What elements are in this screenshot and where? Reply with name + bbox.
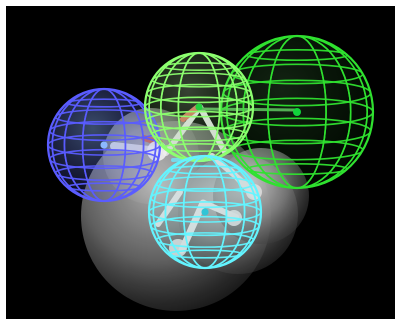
green-center-point [196,104,203,111]
blue-center-point [101,142,108,149]
large-green-center-point [293,108,301,116]
molecular-scene [6,6,395,319]
molecular-scene-viewport [6,6,395,319]
cyan-center-point [202,209,209,216]
